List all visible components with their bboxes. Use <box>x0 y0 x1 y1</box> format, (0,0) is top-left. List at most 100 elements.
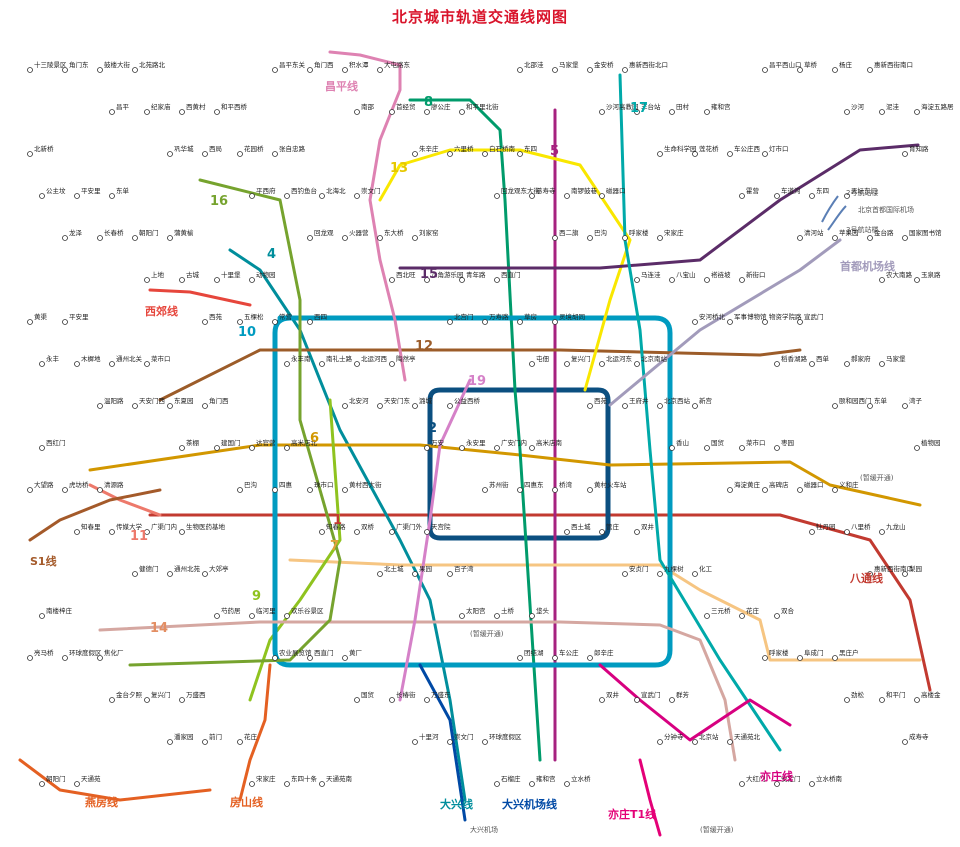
station-marker[interactable] <box>412 235 418 241</box>
station-marker[interactable] <box>669 697 675 703</box>
station[interactable]: 九龙山 <box>879 522 906 535</box>
station[interactable]: 回龙观东大街 <box>494 186 541 199</box>
line-yizhuangt1-path[interactable] <box>638 758 662 837</box>
station-marker[interactable] <box>844 529 850 535</box>
station[interactable]: 海淀五路居 <box>914 102 955 115</box>
station-marker[interactable] <box>832 67 838 73</box>
station[interactable]: 复兴门 <box>144 690 171 703</box>
station[interactable]: 立水桥 <box>564 774 592 787</box>
station[interactable]: 环球度假区 <box>482 732 523 745</box>
station-marker[interactable] <box>494 445 500 451</box>
station[interactable]: 十里河 <box>412 732 440 745</box>
station-marker[interactable] <box>704 277 710 283</box>
station-marker[interactable] <box>657 739 663 745</box>
station-marker[interactable] <box>552 319 558 325</box>
station-marker[interactable] <box>657 151 663 157</box>
station[interactable]: 物资学院路 <box>762 312 803 325</box>
station[interactable]: 东单 <box>109 186 130 199</box>
station[interactable]: 车道沟 <box>774 186 801 199</box>
station-marker[interactable] <box>762 655 768 661</box>
station[interactable]: 天安门东 <box>377 396 411 409</box>
station-marker[interactable] <box>144 361 150 367</box>
station[interactable]: 苏州街 <box>482 480 510 493</box>
station[interactable]: 莲花桥 <box>692 144 720 157</box>
station-marker[interactable] <box>424 697 430 703</box>
station[interactable]: 黄村火车站 <box>587 480 628 493</box>
station[interactable]: 西直门 <box>307 648 334 661</box>
station[interactable]: 天通苑北 <box>727 732 761 745</box>
station-marker[interactable] <box>867 571 873 577</box>
station-marker[interactable] <box>844 361 850 367</box>
station-marker[interactable] <box>389 277 395 283</box>
station[interactable]: 安定门 <box>774 774 801 787</box>
station[interactable]: 宋家庄 <box>657 228 685 241</box>
station-marker[interactable] <box>879 529 885 535</box>
station-marker[interactable] <box>167 739 173 745</box>
station-marker[interactable] <box>879 361 885 367</box>
station[interactable]: 高米店南 <box>529 438 563 451</box>
station[interactable]: 苹果园 <box>832 228 859 241</box>
station[interactable]: 褡裢坡 <box>704 270 732 283</box>
station[interactable]: 焦化厂 <box>97 648 125 661</box>
station[interactable]: 角门东 <box>62 60 90 73</box>
station[interactable]: 大红门 <box>739 774 766 787</box>
station-marker[interactable] <box>412 151 418 157</box>
station-marker[interactable] <box>39 781 45 787</box>
station[interactable]: 屯佃 <box>529 354 550 367</box>
station[interactable]: 梨园 <box>902 564 923 577</box>
station[interactable]: 巩华城 <box>167 144 195 157</box>
station[interactable]: 北京南站 <box>634 354 668 367</box>
station-marker[interactable] <box>202 403 208 409</box>
station[interactable]: 成寿寺 <box>902 732 930 745</box>
station-marker[interactable] <box>74 361 80 367</box>
station[interactable]: 南楼梓庄 <box>39 606 73 619</box>
station[interactable]: 火器营 <box>342 228 370 241</box>
station-marker[interactable] <box>914 109 920 115</box>
station[interactable]: 宣武门 <box>634 690 661 703</box>
station[interactable]: 平安里 <box>62 312 90 325</box>
station-marker[interactable] <box>669 109 675 115</box>
station-marker[interactable] <box>447 739 453 745</box>
station-marker[interactable] <box>214 109 220 115</box>
station-marker[interactable] <box>599 529 605 535</box>
station-marker[interactable] <box>587 487 593 493</box>
station[interactable]: 昌平东关 <box>272 60 306 73</box>
station-marker[interactable] <box>867 67 873 73</box>
station-marker[interactable] <box>902 151 908 157</box>
station[interactable]: 东大桥 <box>377 228 405 241</box>
station-marker[interactable] <box>704 613 710 619</box>
station-marker[interactable] <box>844 109 850 115</box>
station-marker[interactable] <box>39 445 45 451</box>
station-marker[interactable] <box>657 403 663 409</box>
station[interactable]: 常营 <box>272 312 293 325</box>
station[interactable]: 八角游乐园 <box>424 270 464 283</box>
station[interactable]: 达官营 <box>249 438 277 451</box>
station[interactable]: 潞城 <box>412 396 433 409</box>
station-marker[interactable] <box>167 235 173 241</box>
station[interactable]: 北土城 <box>377 564 405 577</box>
station[interactable]: 阜成门 <box>797 648 824 661</box>
station[interactable]: 管庄 <box>599 522 620 535</box>
station-marker[interactable] <box>727 487 733 493</box>
station[interactable]: 九棵树 <box>657 564 685 577</box>
station[interactable]: 四惠 <box>272 480 293 493</box>
station-marker[interactable] <box>494 613 500 619</box>
station[interactable]: 角门西 <box>307 60 335 73</box>
station[interactable]: 东单 <box>867 396 888 409</box>
station-marker[interactable] <box>202 739 208 745</box>
station-marker[interactable] <box>599 361 605 367</box>
station[interactable]: 北宫门 <box>447 312 474 325</box>
station-marker[interactable] <box>39 193 45 199</box>
line-16-path[interactable] <box>128 178 342 667</box>
station[interactable]: 黄厂 <box>342 648 363 661</box>
station[interactable]: 杨庄 <box>832 60 853 73</box>
station-marker[interactable] <box>377 571 383 577</box>
station[interactable]: 公主坟 <box>39 186 67 199</box>
station-marker[interactable] <box>517 655 523 661</box>
station[interactable]: 青年路 <box>459 270 487 283</box>
station-marker[interactable] <box>74 781 80 787</box>
station[interactable]: 西苑 <box>202 312 223 325</box>
station-marker[interactable] <box>587 67 593 73</box>
station-marker[interactable] <box>657 235 663 241</box>
station[interactable]: 八里桥 <box>844 522 872 535</box>
